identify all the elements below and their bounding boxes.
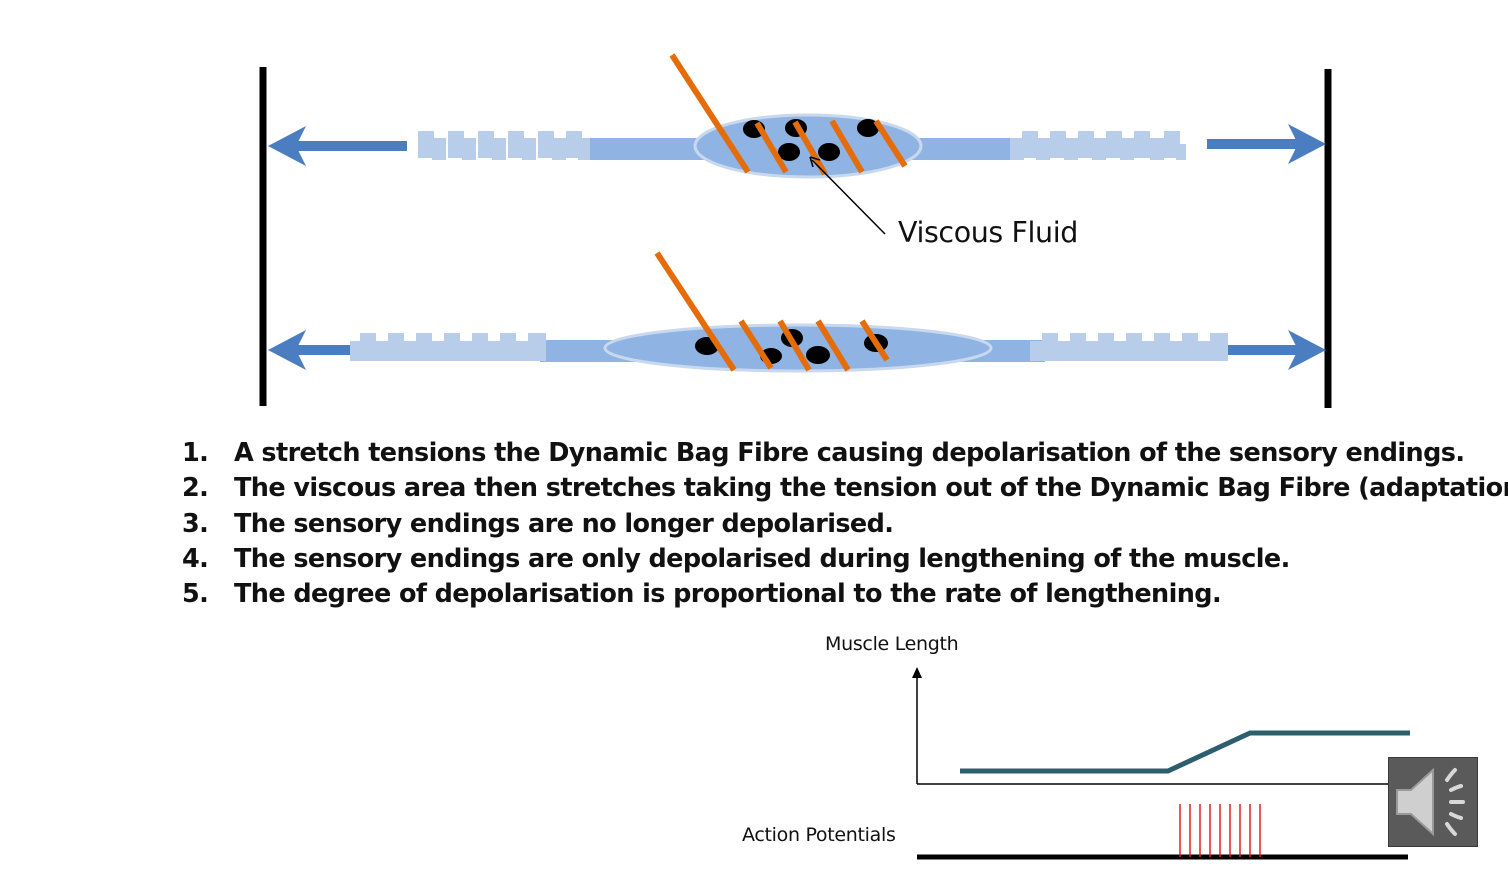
step-number: 5. — [182, 579, 209, 610]
bottom-right-stretch-arrow — [1228, 330, 1326, 370]
top-right-stretch-arrow — [1207, 124, 1326, 164]
audio-button[interactable] — [1388, 757, 1478, 847]
step-text: The sensory endings are no longer depola… — [234, 508, 894, 539]
viscous-fluid-label: Viscous Fluid — [898, 216, 1078, 249]
step-item: 4. The sensory endings are only depolaris… — [182, 542, 1508, 577]
bottom-fibre — [268, 251, 1326, 373]
top-right-striations — [1010, 131, 1186, 160]
speaker-icon — [1396, 767, 1465, 837]
top-sensory-endings — [669, 53, 908, 176]
bottom-sensory-endings — [654, 251, 890, 372]
step-text: The viscous area then stretches taking t… — [234, 473, 1508, 504]
step-text: The degree of depolarisation is proporti… — [234, 579, 1222, 610]
step-item: 5. The degree of depolarisation is propor… — [182, 577, 1508, 612]
top-left-striations — [418, 131, 590, 160]
step-number: 4. — [182, 543, 209, 574]
step-text: The sensory endings are only depolarised… — [234, 543, 1290, 574]
step-number: 2. — [182, 473, 209, 504]
muscle-length-label: Muscle Length — [825, 633, 959, 655]
viscous-fluid-callout-line — [811, 159, 886, 235]
action-potential-spikes — [1179, 804, 1261, 857]
bottom-right-striations — [1030, 333, 1228, 361]
muscle-length-trace — [960, 730, 1410, 774]
viscous-fluid-callout-arrowhead — [809, 156, 821, 168]
top-fibre — [268, 53, 1326, 235]
action-potentials-label: Action Potentials — [742, 824, 896, 846]
bottom-left-striations — [350, 333, 546, 361]
step-item: 3. The sensory endings are no longer depo… — [182, 507, 1508, 542]
top-left-stretch-arrow — [268, 126, 407, 166]
step-text: A stretch tensions the Dynamic Bag Fibre… — [234, 438, 1465, 468]
bottom-left-stretch-arrow — [268, 330, 350, 370]
step-number: 3. — [182, 508, 209, 539]
step-number: 1. — [182, 438, 209, 468]
steps-list: 1. A stretch tensions the Dynamic Bag Fib… — [182, 436, 1508, 612]
step-item: 2. The viscous area then stretches taking… — [182, 471, 1508, 506]
y-axis-arrowhead — [912, 667, 922, 678]
muscle-length-graph — [912, 667, 1410, 860]
step-item: 1. A stretch tensions the Dynamic Bag Fib… — [182, 436, 1508, 471]
